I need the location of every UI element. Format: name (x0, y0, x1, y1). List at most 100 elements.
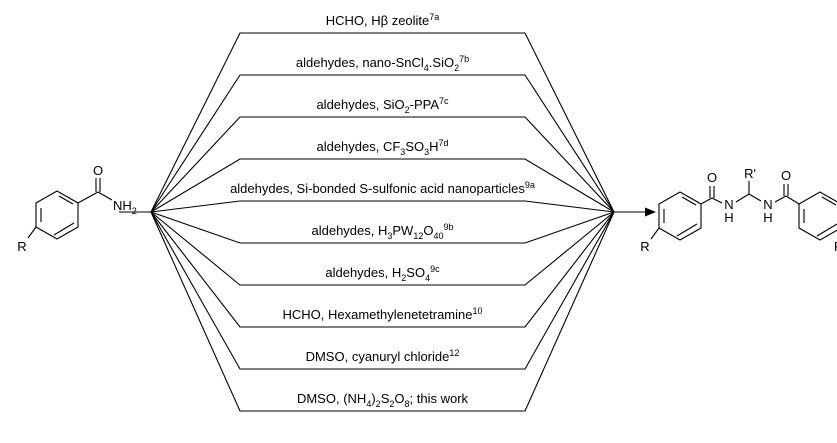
condition-line-h2so4 (150, 211, 615, 286)
condition-text-segment: DMSO, cyanuryl chloride (306, 349, 450, 364)
condition-text-segment: .SiO (429, 55, 454, 70)
condition-text-segment: ; this work (410, 391, 469, 406)
product-methine-to-right-n-bond (748, 193, 762, 202)
reactant-amine-prefix: NH (113, 198, 132, 213)
reactant-ring-to-substituent-bond (27, 226, 37, 239)
condition-text-segment: 12 (449, 348, 459, 358)
reactant-amine-subscript: 2 (132, 206, 137, 216)
product-left-carbonyl-to-n-bond (711, 197, 723, 204)
condition-text-segment: 4 (366, 399, 371, 409)
product-right-n-hydrogen: H (763, 210, 772, 225)
product-left-n-hydrogen: H (724, 210, 733, 225)
condition-text-segment: aldehydes, H (325, 265, 401, 280)
condition-text-segment: 3 (387, 231, 392, 241)
condition-line-hcho-hbeta-zeolite (150, 32, 615, 213)
condition-label-sio2-ppa: aldehydes, SiO2-PPA7c (316, 96, 449, 115)
condition-text-segment: aldehydes, Si-bonded S-sulfonic acid nan… (230, 181, 525, 196)
condition-text-segment: 7b (459, 54, 469, 64)
condition-text-segment: 2 (454, 63, 459, 73)
product-right-benzene-ring (798, 191, 837, 241)
condition-text-segment: 12 (413, 231, 423, 241)
reactant-amine-label: NH2 (113, 198, 137, 216)
condition-text-segment: 2 (401, 273, 406, 283)
product-left-ring-to-carbonyl-bond (700, 197, 713, 205)
condition-text-segment: 8 (405, 399, 410, 409)
condition-label-h3pw12o40: aldehydes, H3PW12O409b (311, 222, 453, 241)
product-left-nitrogen: N (724, 197, 733, 212)
product-left-substituent-r: R (640, 239, 649, 254)
condition-text-segment: DMSO, (NH (297, 391, 366, 406)
product-r-prime: R' (744, 166, 756, 181)
reactant-ring-double-bond (53, 222, 75, 236)
condition-line-si-bonded-ssa (150, 200, 615, 213)
condition-text-segment: 4 (424, 63, 429, 73)
condition-text-segment: 3 (424, 147, 429, 157)
condition-text-segment: aldehydes, CF (316, 139, 400, 154)
condition-text-segment: 2 (376, 399, 381, 409)
product-bisamide: O O N H N H R' R R (640, 166, 837, 254)
reactant-carbonyl-to-amine-bond (97, 191, 113, 201)
condition-text-segment: S (381, 391, 390, 406)
condition-label-cf3so3h: aldehydes, CF3SO3H7d (316, 138, 448, 157)
condition-text-segment: 9c (430, 264, 440, 274)
reaction-arrowhead (645, 207, 656, 217)
condition-text-segment: O (423, 223, 433, 238)
product-right-substituent-r: R (834, 239, 837, 254)
condition-text-segment: HCHO, Hexamethylenetetramine (282, 307, 472, 322)
product-right-carbonyl-to-ring-bond (785, 195, 800, 205)
condition-text-segment: HCHO, H (326, 13, 381, 28)
condition-text-segment: 7a (429, 12, 439, 22)
condition-text-segment: aldehydes, H (311, 223, 387, 238)
product-right-carbonyl-oxygen: O (781, 168, 791, 183)
condition-text-segment: β (381, 13, 388, 28)
condition-text-segment: -PPA (410, 97, 440, 112)
condition-label-hexamethylenetetramine: HCHO, Hexamethylenetetramine10 (282, 306, 482, 322)
condition-label-this-work: DMSO, (NH4)2S2O8; this work (297, 391, 469, 409)
condition-text-segment: 2 (389, 399, 394, 409)
product-right-nitrogen: N (763, 197, 772, 212)
reactant-substituent-r: R (17, 239, 26, 254)
reactant-benzene-ring (35, 190, 79, 240)
reaction-arrow (119, 207, 656, 217)
product-left-benzene-ring (658, 191, 702, 241)
condition-text-segment: 7d (439, 138, 449, 148)
reactant-benzamide: O NH2 R (17, 163, 136, 254)
condition-text-segment: aldehydes, nano-SnCl (296, 55, 424, 70)
condition-text-segment: 10 (473, 306, 483, 316)
condition-text-segment: SO (406, 265, 425, 280)
condition-text-segment: SO (405, 139, 424, 154)
condition-line-this-work (150, 211, 615, 412)
product-left-ring-to-substituent-bond (650, 227, 660, 240)
condition-label-dmso-cyanuryl-chloride: DMSO, cyanuryl chloride12 (306, 348, 460, 364)
condition-text-segment: H (429, 139, 438, 154)
reactant-ring-to-carbonyl-bond (77, 191, 99, 204)
condition-line-nano-sncl4-sio2 (150, 74, 615, 213)
product-left-n-to-methine-bond (735, 193, 750, 203)
condition-line-hexamethylenetetramine (150, 211, 615, 328)
condition-text-segment: 40 (433, 231, 443, 241)
product-right-n-to-carbonyl-bond (774, 195, 787, 203)
condition-line-cf3so3h (150, 158, 615, 213)
product-left-carbonyl-oxygen: O (707, 170, 717, 185)
condition-label-si-bonded-ssa: aldehydes, Si-bonded S-sulfonic acid nan… (230, 180, 535, 196)
condition-text-segment: aldehydes, SiO (316, 97, 404, 112)
condition-line-h3pw12o40 (150, 211, 615, 244)
condition-text-segment: 4 (425, 273, 430, 283)
condition-text-segment: 3 (400, 147, 405, 157)
condition-label-nano-sncl4-sio2: aldehydes, nano-SnCl4.SiO27b (296, 54, 469, 73)
reactant-carbonyl-oxygen: O (93, 163, 103, 178)
product-right-ring-double-bond (821, 196, 837, 206)
product-left-ring-double-bond (676, 223, 698, 237)
product-left-ring-double-bond (681, 196, 697, 206)
condition-text-segment: 2 (405, 105, 410, 115)
condition-label-h2so4: aldehydes, H2SO49c (325, 264, 440, 283)
condition-text-segment: O (394, 391, 404, 406)
condition-text-segment: zeolite (388, 13, 429, 28)
condition-text-segment: ) (371, 391, 375, 406)
condition-line-sio2-ppa (150, 116, 615, 213)
reactant-ring-double-bond (58, 195, 74, 205)
condition-text-segment: 9b (444, 222, 454, 232)
condition-text-segment: 7c (439, 96, 449, 106)
